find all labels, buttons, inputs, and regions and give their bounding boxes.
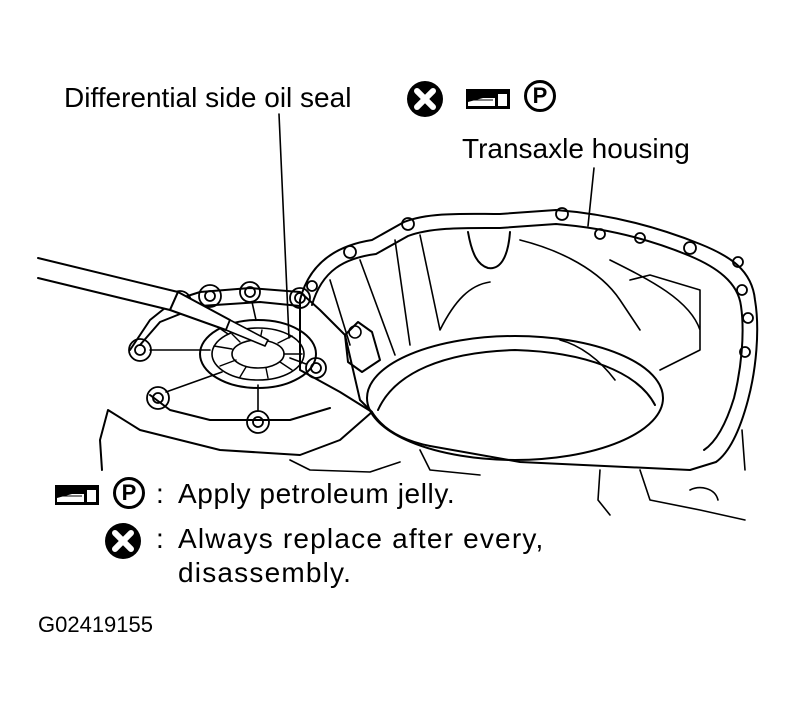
figure-code: G02419155 bbox=[38, 612, 153, 637]
oil-seal-label: Differential side oil seal bbox=[64, 82, 352, 113]
bearing-bore-inner bbox=[377, 349, 656, 411]
dowel-pin bbox=[344, 321, 381, 373]
case-lower-details bbox=[289, 429, 746, 521]
transaxle-housing-label: Transaxle housing bbox=[462, 133, 690, 164]
legend-petroleum-text: Apply petroleum jelly. bbox=[178, 478, 456, 509]
legend-apply-jelly-icon bbox=[55, 485, 99, 505]
flange-bolt-holes bbox=[306, 207, 754, 358]
housing-flange-inner bbox=[311, 223, 744, 451]
legend-always-replace-icon bbox=[105, 523, 141, 559]
legend-petroleum-symbol-icon: P bbox=[113, 477, 145, 509]
housing-top-notch bbox=[467, 231, 511, 270]
legend-petroleum-symbol-letter: P bbox=[121, 480, 137, 505]
petroleum-symbol-icon: P bbox=[524, 80, 556, 112]
case-left-outline bbox=[99, 287, 373, 471]
legend-replace-text-line1: Always replace after every, bbox=[178, 523, 545, 554]
dowel-pin-hole bbox=[348, 325, 362, 339]
legend-replace-text-line2: disassembly. bbox=[178, 557, 353, 588]
screwdriver-tool bbox=[37, 257, 269, 347]
oil-seal-leader-line bbox=[278, 113, 290, 339]
legend-replace-colon: : bbox=[156, 523, 164, 554]
differential-side-oil-seal bbox=[199, 319, 317, 389]
legend-petroleum-colon: : bbox=[156, 478, 164, 509]
housing-leader-line bbox=[587, 167, 595, 227]
apply-jelly-icon bbox=[466, 89, 510, 109]
petroleum-symbol-letter: P bbox=[532, 83, 548, 108]
housing-internal-ribs bbox=[329, 234, 701, 381]
bearing-bore bbox=[366, 335, 664, 461]
always-replace-icon bbox=[407, 81, 443, 117]
housing-flange-outline bbox=[299, 209, 759, 471]
